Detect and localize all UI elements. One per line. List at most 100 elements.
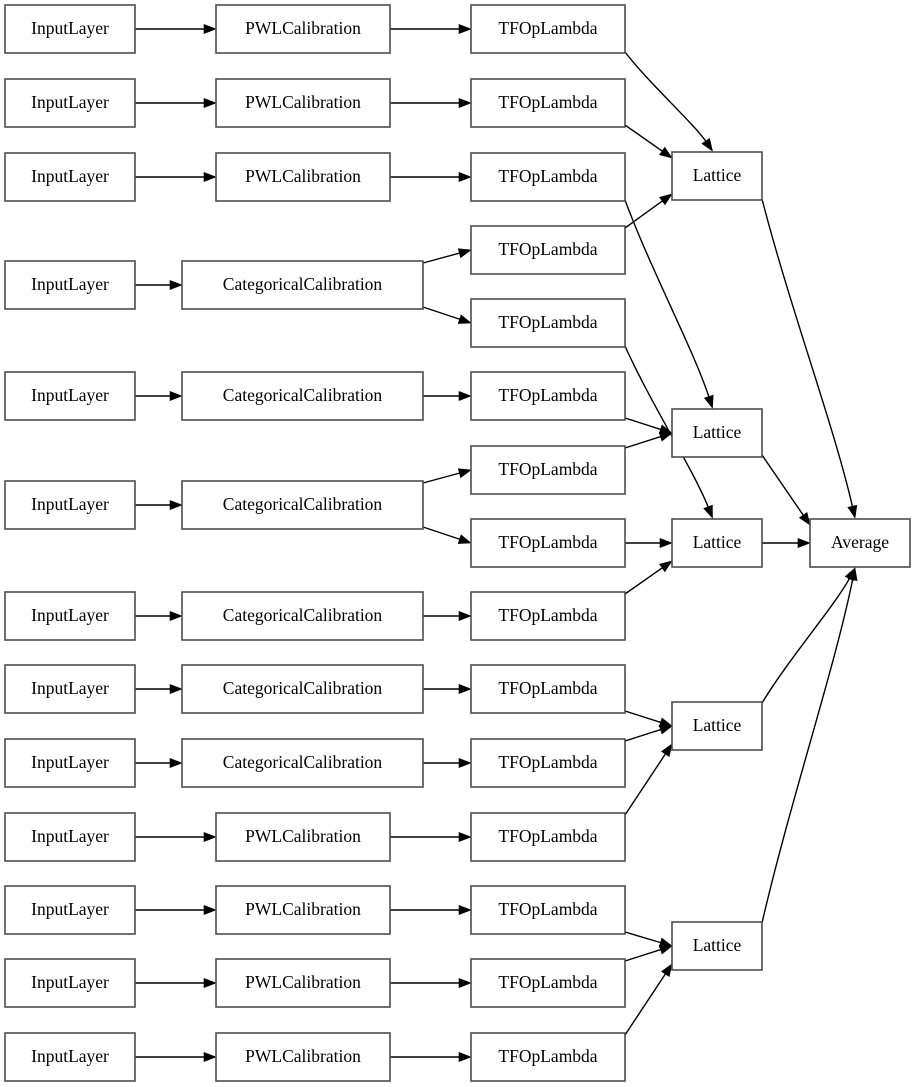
node-box[interactable] (4, 664, 136, 714)
node-input-in10[interactable]: InputLayer (4, 812, 136, 862)
node-box[interactable] (215, 812, 391, 862)
node-lambda-lam3[interactable]: TFOpLambda (470, 152, 626, 202)
node-box[interactable] (4, 885, 136, 935)
node-box[interactable] (671, 518, 763, 568)
node-lambda-lam8[interactable]: TFOpLambda (470, 518, 626, 568)
node-input-in2[interactable]: InputLayer (4, 78, 136, 128)
node-box[interactable] (470, 885, 626, 935)
node-input-in3[interactable]: InputLayer (4, 152, 136, 202)
node-box[interactable] (215, 885, 391, 935)
node-lambda-lam2[interactable]: TFOpLambda (470, 78, 626, 128)
node-lambda-lam9[interactable]: TFOpLambda (470, 591, 626, 641)
node-lambda-lam7[interactable]: TFOpLambda (470, 445, 626, 495)
node-categorical-cal9[interactable]: CategoricalCalibration (181, 738, 424, 788)
node-lambda-lam14[interactable]: TFOpLambda (470, 958, 626, 1008)
node-input-in11[interactable]: InputLayer (4, 885, 136, 935)
node-box[interactable] (215, 4, 391, 54)
node-box[interactable] (470, 518, 626, 568)
node-box[interactable] (470, 225, 626, 275)
node-box[interactable] (215, 958, 391, 1008)
node-box[interactable] (215, 78, 391, 128)
node-box[interactable] (4, 1032, 136, 1082)
node-box[interactable] (470, 958, 626, 1008)
node-box[interactable] (470, 738, 626, 788)
node-categorical-cal8[interactable]: CategoricalCalibration (181, 664, 424, 714)
node-box[interactable] (470, 1032, 626, 1082)
node-input-in4[interactable]: InputLayer (4, 260, 136, 310)
node-box[interactable] (470, 812, 626, 862)
node-box[interactable] (215, 1032, 391, 1082)
node-label: InputLayer (31, 752, 109, 772)
node-input-in12[interactable]: InputLayer (4, 958, 136, 1008)
node-pwl-cal12[interactable]: PWLCalibration (215, 958, 391, 1008)
node-lattice-lat2[interactable]: Lattice (671, 408, 763, 458)
node-lambda-lam15[interactable]: TFOpLambda (470, 1032, 626, 1082)
edge-lam2-to-lat1 (624, 124, 664, 153)
node-input-in6[interactable]: InputLayer (4, 480, 136, 530)
node-box[interactable] (470, 664, 626, 714)
node-pwl-cal2[interactable]: PWLCalibration (215, 78, 391, 128)
node-lambda-lam1[interactable]: TFOpLambda (470, 4, 626, 54)
node-box[interactable] (470, 152, 626, 202)
node-box[interactable] (181, 480, 424, 530)
node-input-in13[interactable]: InputLayer (4, 1032, 136, 1082)
node-lambda-lam10[interactable]: TFOpLambda (470, 664, 626, 714)
node-lambda-lam12[interactable]: TFOpLambda (470, 812, 626, 862)
node-pwl-cal3[interactable]: PWLCalibration (215, 152, 391, 202)
node-box[interactable] (4, 958, 136, 1008)
node-box[interactable] (470, 78, 626, 128)
node-box[interactable] (671, 408, 763, 458)
node-input-in8[interactable]: InputLayer (4, 664, 136, 714)
node-pwl-cal11[interactable]: PWLCalibration (215, 885, 391, 935)
node-lattice-lat3[interactable]: Lattice (671, 518, 763, 568)
node-box[interactable] (671, 151, 763, 201)
edge-arrowhead (701, 138, 713, 152)
node-input-in7[interactable]: InputLayer (4, 591, 136, 641)
node-lambda-lam11[interactable]: TFOpLambda (470, 738, 626, 788)
node-lambda-lam13[interactable]: TFOpLambda (470, 885, 626, 935)
node-pwl-cal10[interactable]: PWLCalibration (215, 812, 391, 862)
node-box[interactable] (4, 812, 136, 862)
node-box[interactable] (671, 921, 763, 971)
node-lattice-lat5[interactable]: Lattice (671, 921, 763, 971)
node-pwl-cal13[interactable]: PWLCalibration (215, 1032, 391, 1082)
node-box[interactable] (470, 4, 626, 54)
node-box[interactable] (181, 664, 424, 714)
node-box[interactable] (4, 78, 136, 128)
node-lattice-lat4[interactable]: Lattice (671, 701, 763, 751)
node-categorical-cal6[interactable]: CategoricalCalibration (181, 480, 424, 530)
node-box[interactable] (4, 152, 136, 202)
node-box[interactable] (181, 591, 424, 641)
node-box[interactable] (470, 445, 626, 495)
node-box[interactable] (4, 738, 136, 788)
node-box[interactable] (181, 260, 424, 310)
node-box[interactable] (4, 591, 136, 641)
node-box[interactable] (4, 480, 136, 530)
node-box[interactable] (215, 152, 391, 202)
node-pwl-cal1[interactable]: PWLCalibration (215, 4, 391, 54)
node-box[interactable] (809, 518, 911, 568)
node-input-in9[interactable]: InputLayer (4, 738, 136, 788)
node-lambda-lam5[interactable]: TFOpLambda (470, 298, 626, 348)
node-box[interactable] (470, 371, 626, 421)
node-box[interactable] (4, 4, 136, 54)
node-lambda-lam4[interactable]: TFOpLambda (470, 225, 626, 275)
edge-arrowhead (703, 394, 714, 409)
edges-layer (135, 23, 858, 1063)
node-lattice-lat1[interactable]: Lattice (671, 151, 763, 201)
node-categorical-cal7[interactable]: CategoricalCalibration (181, 591, 424, 641)
node-lambda-lam6[interactable]: TFOpLambda (470, 371, 626, 421)
node-box[interactable] (470, 591, 626, 641)
node-input-in5[interactable]: InputLayer (4, 371, 136, 421)
node-input-in1[interactable]: InputLayer (4, 4, 136, 54)
node-average-avg[interactable]: Average (809, 518, 911, 568)
node-box[interactable] (4, 260, 136, 310)
node-label: PWLCalibration (245, 18, 361, 38)
node-categorical-cal5[interactable]: CategoricalCalibration (181, 371, 424, 421)
node-box[interactable] (470, 298, 626, 348)
node-box[interactable] (181, 371, 424, 421)
node-box[interactable] (181, 738, 424, 788)
node-box[interactable] (671, 701, 763, 751)
node-box[interactable] (4, 371, 136, 421)
node-categorical-cal4[interactable]: CategoricalCalibration (181, 260, 424, 310)
